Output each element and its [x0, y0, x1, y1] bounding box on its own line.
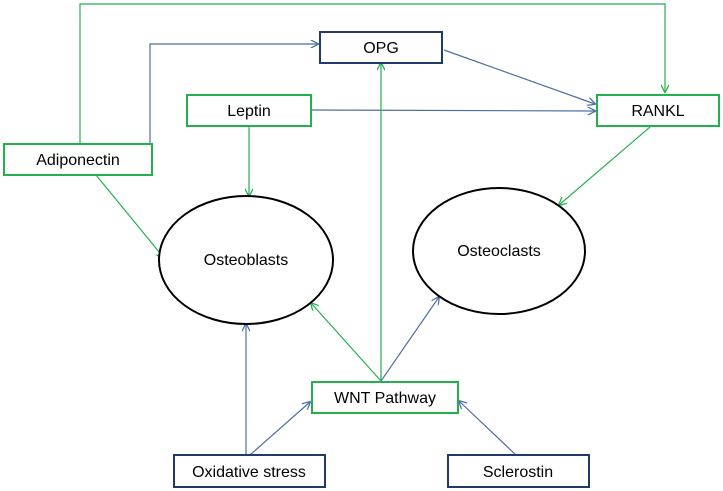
edge-wnt-to-osteoblasts — [311, 303, 382, 382]
node-osteoblasts-label: Osteoblasts — [204, 252, 288, 269]
node-osteoblasts: Osteoblasts — [158, 195, 334, 325]
node-adiponectin-label: Adiponectin — [36, 152, 120, 169]
node-osteoclasts: Osteoclasts — [412, 187, 586, 315]
node-oxidative-stress-label: Oxidative stress — [192, 464, 306, 481]
node-rankl: RANKL — [596, 94, 720, 127]
node-osteoclasts-label: Osteoclasts — [457, 243, 541, 260]
node-adiponectin: Adiponectin — [3, 143, 153, 176]
node-opg-label: OPG — [363, 40, 399, 57]
edge-adiponectin-to-opg — [149, 44, 318, 144]
node-opg: OPG — [319, 31, 443, 64]
edge-opg-to-rankl — [443, 49, 595, 104]
node-wnt-pathway-label: WNT Pathway — [334, 390, 436, 407]
edge-leptin-to-rankl — [311, 110, 595, 111]
edge-wnt-to-osteoclasts — [380, 297, 439, 382]
node-sclerostin-label: Sclerostin — [483, 464, 553, 481]
node-oxidative-stress: Oxidative stress — [173, 454, 326, 488]
edge-adiponectin-to-rankl — [79, 3, 665, 144]
node-wnt-pathway: WNT Pathway — [311, 381, 459, 414]
edge-oxidative-to-wnt — [249, 402, 310, 456]
node-leptin: Leptin — [186, 94, 312, 127]
edge-sclerostin-to-wnt — [459, 401, 517, 456]
edges — [79, 3, 665, 456]
edge-adiponectin-to-osteoblasts — [95, 174, 164, 258]
edge-rankl-to-osteoclasts — [559, 126, 651, 205]
node-sclerostin: Sclerostin — [447, 454, 590, 488]
node-rankl-label: RANKL — [631, 103, 684, 120]
node-leptin-label: Leptin — [227, 103, 271, 120]
